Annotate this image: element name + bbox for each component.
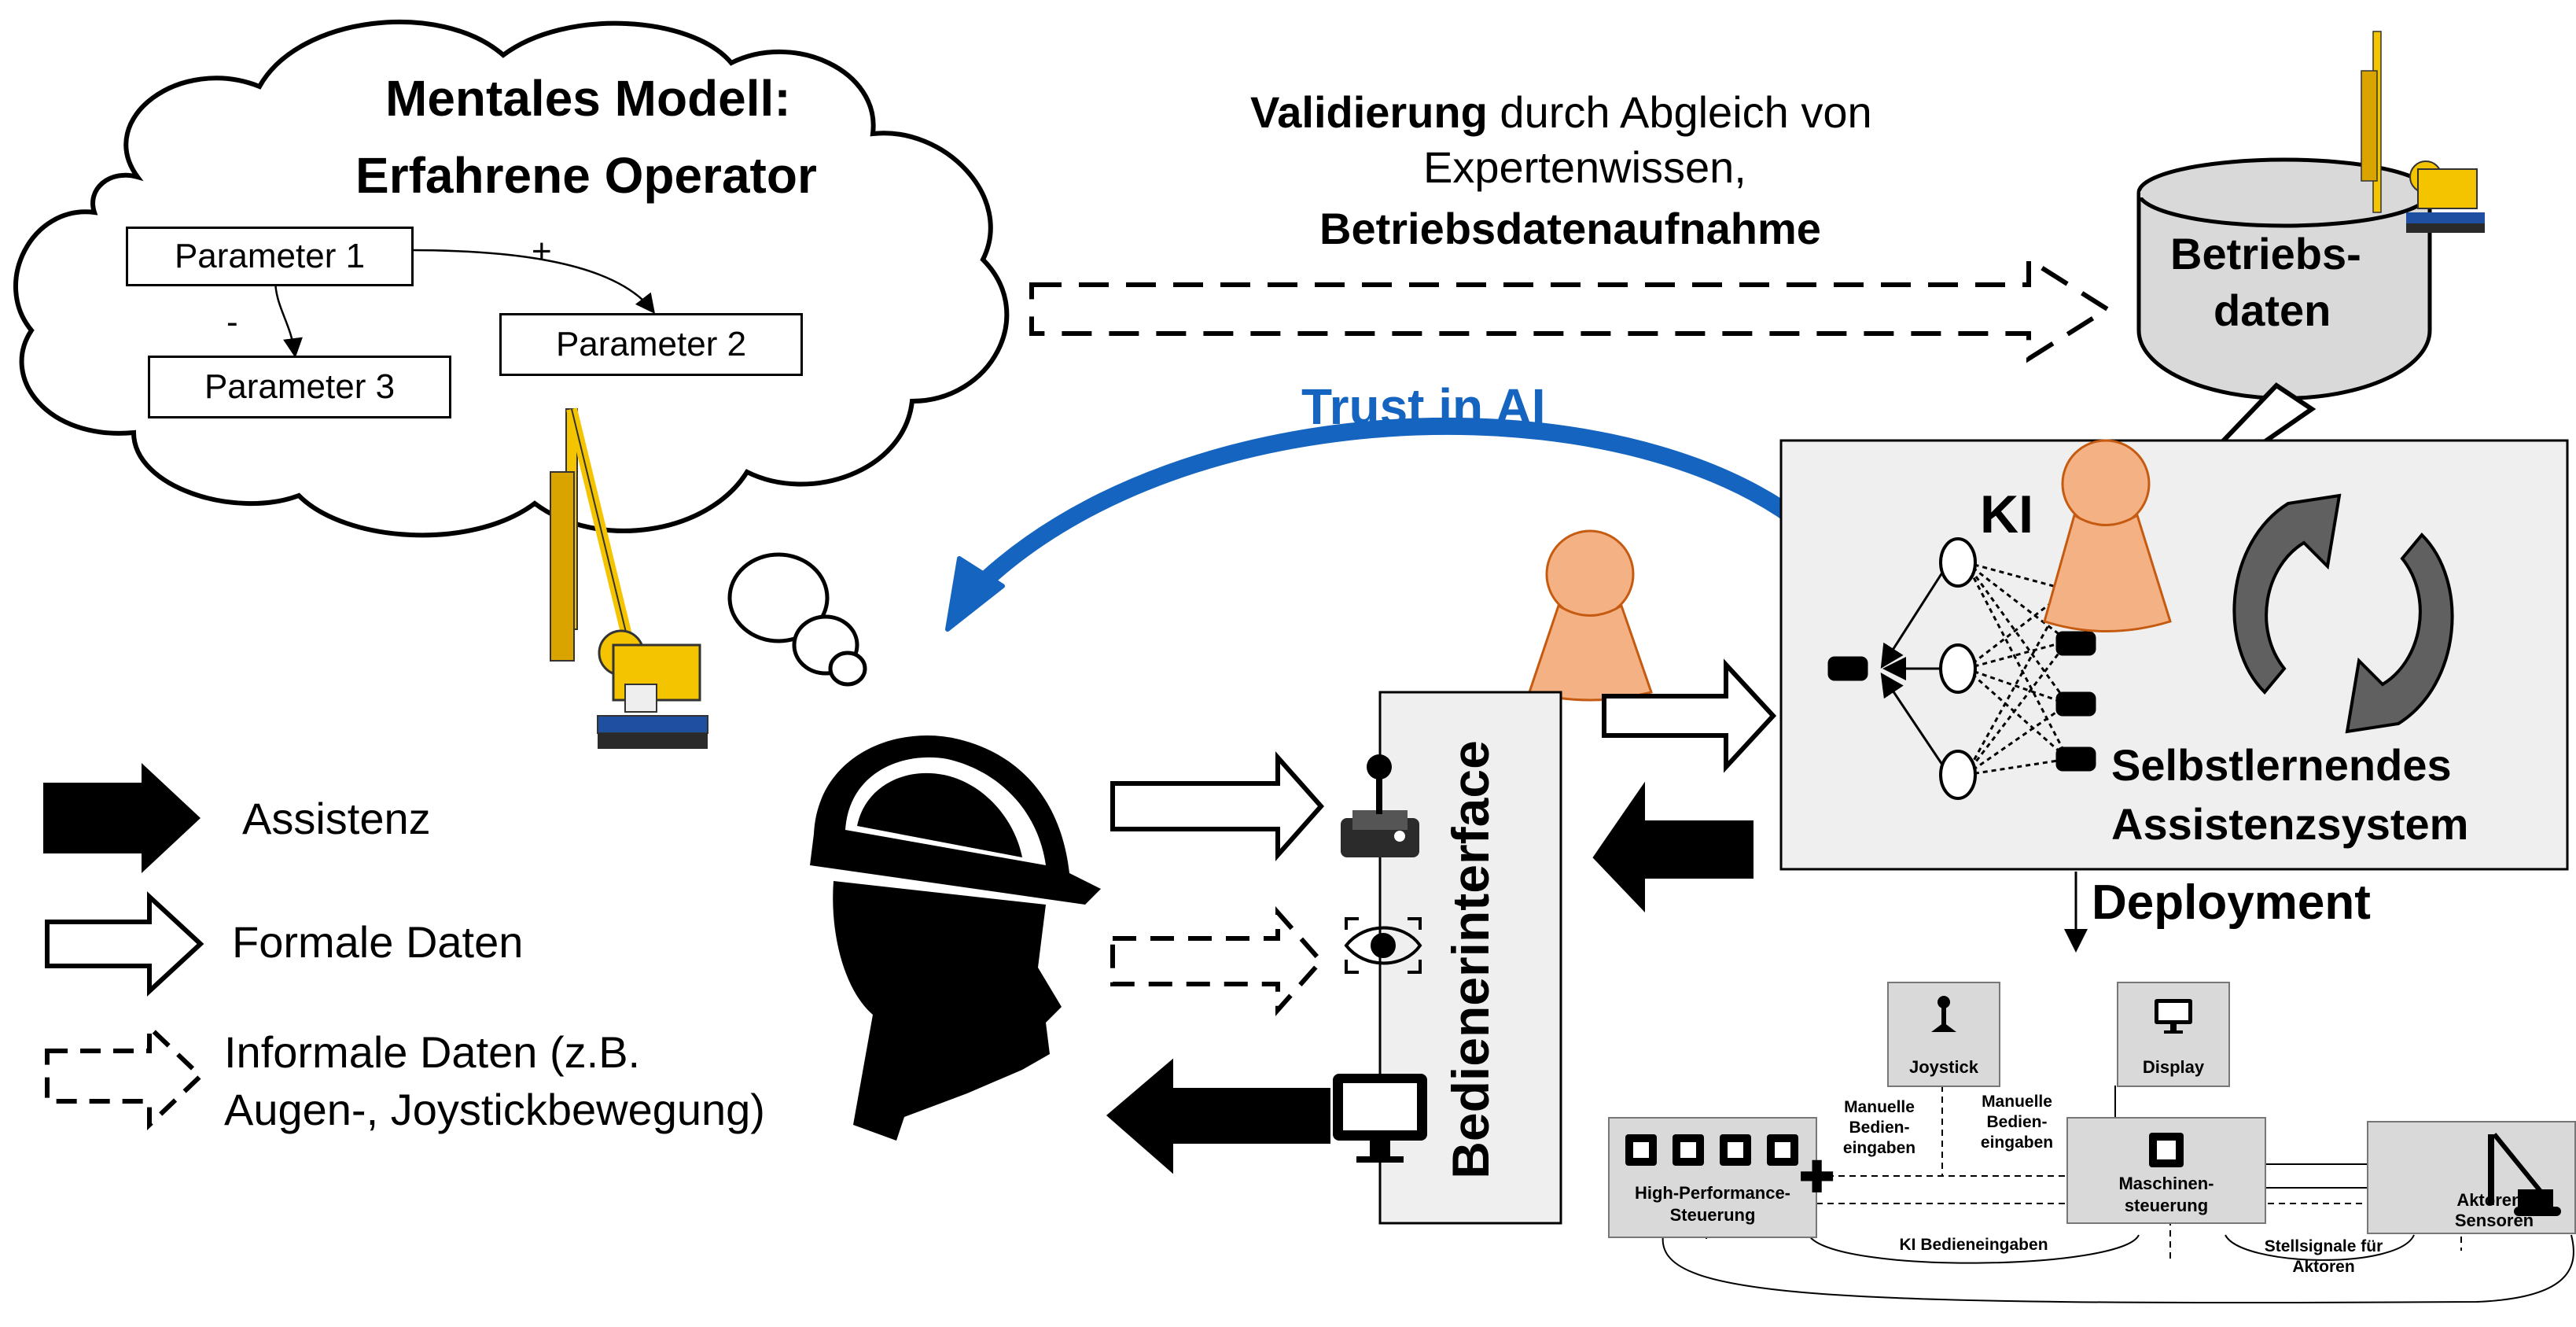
manual-inputs-left-line3: eingaben: [1842, 1139, 1916, 1157]
plus-connector-icon: ✚: [1799, 1154, 1835, 1201]
hp-steuerung-box: High-Performance- Steuerung: [1608, 1117, 1817, 1238]
maschinensteuerung-label-line1: Maschinen-: [2118, 1174, 2214, 1193]
validation-bold1: Validierung: [1250, 87, 1488, 137]
arrow-param1-to-param3: [274, 278, 303, 358]
sign-minus: -: [226, 303, 238, 341]
database-cylinder: [2136, 157, 2432, 400]
validation-text1: durch Abgleich von: [1487, 87, 1872, 137]
eye-tracking-icon: [1344, 917, 1422, 974]
operator-head-icon: [810, 735, 1101, 1141]
hw-crane-icon: [2488, 1133, 2561, 1216]
joystick-hw-label: Joystick: [1908, 1057, 1979, 1077]
parameter-2-box: Parameter 2: [499, 313, 803, 376]
small-crane-icon: [2361, 31, 2485, 233]
trust-arrowhead-left: [945, 556, 1005, 632]
manual-inputs-right-line3: eingaben: [1980, 1133, 2054, 1152]
mental-model-title-line1: Mentales Modell:: [385, 70, 791, 127]
legend-informale-label-line1: Informale Daten (z.B.: [224, 1027, 641, 1077]
hw-display-icon: [2155, 999, 2192, 1034]
parameter-3-box: Parameter 3: [148, 356, 451, 418]
deployment-label: Deployment: [2092, 875, 2371, 930]
hw-chip-icons: [1625, 1134, 1798, 1166]
manual-inputs-right-line1: Manuelle: [1982, 1093, 2052, 1111]
legend-informale-arrow: [45, 1021, 204, 1131]
aktoren-label-line2: Sensoren: [2454, 1211, 2534, 1230]
hp-steuerung-label-line1: High-Performance-: [1634, 1183, 1791, 1203]
operator-joystick-arrow: [1110, 751, 1325, 861]
legend-formale-label: Formale Daten: [232, 917, 524, 967]
trust-label: Trust in AI: [1301, 378, 1546, 435]
legend-assistenz-arrow: [43, 763, 201, 873]
database-label-line2: daten: [2214, 286, 2331, 335]
mental-model-title-line2: Erfahrene Operator: [355, 147, 817, 204]
sign-plus: +: [532, 232, 552, 271]
thought-bubbles: [727, 552, 867, 687]
display-hw-box: Display: [2117, 982, 2230, 1087]
parameter-1-box: Parameter 1: [126, 227, 414, 286]
ai-system-label-line1: Selbstlernendes: [2111, 740, 2452, 790]
manual-inputs-right-line2: Bedien-: [1986, 1113, 2048, 1131]
aktoren-label-line1: Aktoren /: [2456, 1190, 2532, 1210]
ki-inputs-label: KI Bedieneingaben: [1899, 1236, 2048, 1254]
aktoren-sensoren-box: Aktoren / Sensoren: [2367, 1121, 2576, 1234]
manual-inputs-left-line1: Manuelle: [1844, 1098, 1915, 1116]
validation-line1: Validierung durch Abgleich von: [1250, 87, 1872, 138]
legend-formale-arrow: [45, 891, 204, 997]
joystick-hw-box: Joystick: [1887, 982, 2000, 1087]
interface-label: Bedienerinterface: [1441, 740, 1500, 1179]
display-hw-label: Display: [2142, 1057, 2205, 1077]
ai-to-interface-arrow: [1592, 781, 1754, 912]
database-label-line1: Betriebs-: [2170, 229, 2361, 278]
hp-steuerung-label-line2: Steuerung: [1669, 1205, 1756, 1225]
hw-chip-icon: [2149, 1133, 2184, 1167]
cycle-icon: [2232, 493, 2454, 734]
legend-assistenz-label: Assistenz: [242, 794, 431, 843]
neural-network-icon: [1827, 537, 2096, 800]
operator-eye-dashed-arrow: [1110, 906, 1325, 1016]
validation-line2: Expertenwissen,: [1423, 142, 1746, 192]
validation-dashed-arrow: [1029, 255, 2112, 363]
crane-icon: [550, 407, 708, 749]
maschinensteuerung-label-line2: steuerung: [2124, 1196, 2209, 1215]
ai-system-label-line2: Assistenzsystem: [2111, 799, 2469, 849]
ki-label: KI: [1980, 485, 2033, 544]
ai-person-icon: [2043, 439, 2172, 632]
legend-informale-label-line2: Augen-, Joystickbewegung): [224, 1085, 765, 1134]
validation-line3: Betriebsdatenaufnahme: [1319, 204, 1821, 253]
arrow-param1-to-param2: [408, 249, 656, 314]
manual-inputs-left-line2: Bedien-: [1849, 1119, 1910, 1137]
monitor-icon: [1333, 1074, 1427, 1163]
hw-joystick-icon: [1931, 996, 1956, 1032]
interface-to-ai-arrow: [1602, 658, 1777, 773]
display-to-operator-arrow: [1106, 1058, 1330, 1174]
stellsignale-label-line1: Stellsignale für: [2264, 1237, 2383, 1255]
trust-arc: [961, 417, 1838, 604]
maschinensteuerung-box: Maschinen- steuerung: [2066, 1117, 2266, 1224]
interface-person-icon: [1528, 529, 1653, 702]
joystick-icon: [1341, 754, 1419, 857]
stellsignale-label-line2: Aktoren: [2292, 1258, 2355, 1276]
